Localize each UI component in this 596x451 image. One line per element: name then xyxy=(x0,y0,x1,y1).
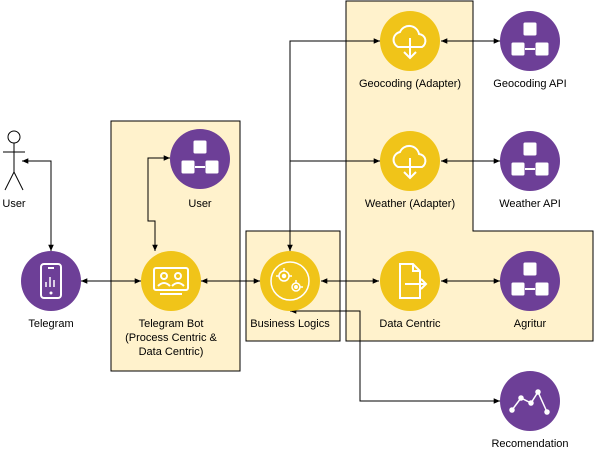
database-icon xyxy=(510,141,550,177)
telegram-bot-label-line2: (Process Centric & xyxy=(125,332,217,344)
telegram-bot-node[interactable]: Telegram Bot (Process Centric & Data Cen… xyxy=(125,251,218,358)
user-actor-label: User xyxy=(2,198,26,210)
recomendation-node[interactable]: Recomendation xyxy=(491,371,569,450)
weather-adapter-label: Weather (Adapter) xyxy=(365,198,455,210)
agritur-label: Agritur xyxy=(514,318,547,330)
gears-icon xyxy=(270,261,310,301)
geocoding-adapter-label: Geocoding (Adapter) xyxy=(359,78,461,90)
database-icon xyxy=(180,139,220,175)
geocoding-api-node[interactable]: Geocoding API xyxy=(493,11,567,90)
agritur-node[interactable]: Agritur xyxy=(500,251,560,330)
connectors xyxy=(22,38,500,404)
user-actor: User xyxy=(2,130,26,210)
person-icon xyxy=(3,130,25,191)
business-logics-node[interactable]: Business Logics xyxy=(250,251,330,330)
data-centric-node[interactable]: Data Centric xyxy=(379,251,441,330)
chat-users-icon xyxy=(153,267,189,295)
edge-geocoding-business xyxy=(287,38,380,251)
telegram-bot-label-line3: Data Centric) xyxy=(139,346,204,358)
file-export-icon xyxy=(399,263,428,299)
cloud-download-icon xyxy=(392,24,427,60)
cloud-download-icon xyxy=(392,144,427,180)
geocoding-api-label: Geocoding API xyxy=(493,78,566,90)
smartphone-icon xyxy=(40,263,62,299)
user-db-label: User xyxy=(188,198,212,210)
weather-api-label: Weather API xyxy=(499,198,561,210)
edge-userdb-bot xyxy=(147,155,170,251)
data-centric-label: Data Centric xyxy=(379,318,441,330)
edge-user-telegram xyxy=(22,158,54,251)
database-icon xyxy=(510,261,550,297)
telegram-bot-label-line1: Telegram Bot xyxy=(139,318,204,330)
database-icon xyxy=(510,21,550,57)
business-logics-label: Business Logics xyxy=(250,318,330,330)
geocoding-adapter-node[interactable]: Geocoding (Adapter) xyxy=(359,11,461,90)
telegram-label: Telegram xyxy=(28,318,73,330)
weather-adapter-node[interactable]: Weather (Adapter) xyxy=(365,131,455,210)
telegram-node[interactable]: Telegram xyxy=(21,251,81,330)
edge-business-recomendation xyxy=(290,308,500,404)
user-db-node[interactable]: User xyxy=(170,129,230,210)
recomendation-label: Recomendation xyxy=(491,438,568,450)
line-chart-icon xyxy=(509,389,550,415)
weather-api-node[interactable]: Weather API xyxy=(499,131,561,210)
